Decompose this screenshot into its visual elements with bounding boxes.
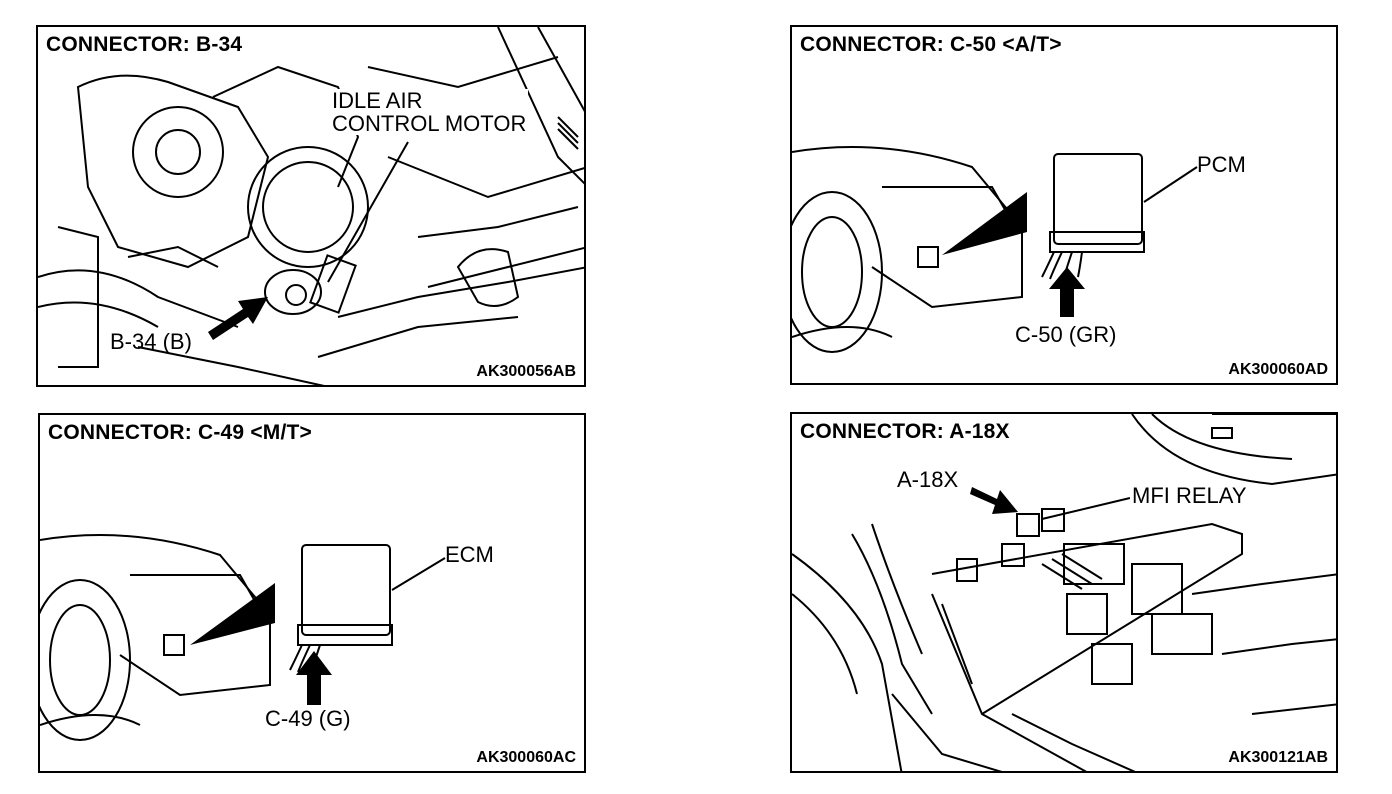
- dashboard-illustration: [792, 146, 1198, 353]
- idle-air-control-motor-label: IDLE AIR CONTROL MOTOR: [330, 88, 529, 137]
- engine-bay-illustration: [38, 27, 584, 385]
- pointer-wedge: [942, 192, 1027, 255]
- arrow-c49: [296, 651, 332, 705]
- connector-c49-label: C-49 (G): [265, 706, 351, 731]
- panel-title: CONNECTOR: A-18X: [800, 420, 1014, 444]
- mfi-relay-label: MFI RELAY: [1130, 483, 1249, 508]
- arrow-b34: [208, 297, 268, 340]
- panel-title: CONNECTOR: C-49 <M/T>: [48, 421, 317, 445]
- pointer-wedge: [190, 583, 275, 645]
- dashboard-illustration: [40, 534, 446, 741]
- arrow-a18x: [970, 487, 1018, 514]
- panel-connector-c50: CONNECTOR: C-50 <A/T> PCM C-50 (GR) AK30…: [790, 25, 1338, 385]
- figure-code: AK300060AC: [473, 749, 576, 767]
- figure-code: AK300056AB: [473, 363, 576, 381]
- ecm-label: ECM: [445, 542, 494, 567]
- connector-b34-label: B-34 (B): [110, 329, 192, 354]
- panel-connector-b34: CONNECTOR: B-34 IDLE AIR CONTROL MOTOR B…: [36, 25, 586, 387]
- pcm-label: PCM: [1197, 152, 1246, 177]
- figure-code: AK300060AD: [1225, 361, 1328, 379]
- arrow-c50: [1049, 267, 1085, 317]
- panel-connector-c49: CONNECTOR: C-49 <M/T> ECM C-49 (G) AK300…: [38, 413, 586, 773]
- connector-c50-label: C-50 (GR): [1015, 322, 1117, 347]
- relay-box-illustration: [792, 414, 1336, 771]
- figure-code: AK300121AB: [1225, 749, 1328, 767]
- connector-a18x-label: A-18X: [895, 467, 961, 492]
- panel-title: CONNECTOR: C-50 <A/T>: [800, 33, 1066, 57]
- panel-connector-a18x: CONNECTOR: A-18X A-18X MFI RELAY AK30012…: [790, 412, 1338, 773]
- panel-title: CONNECTOR: B-34: [46, 33, 247, 57]
